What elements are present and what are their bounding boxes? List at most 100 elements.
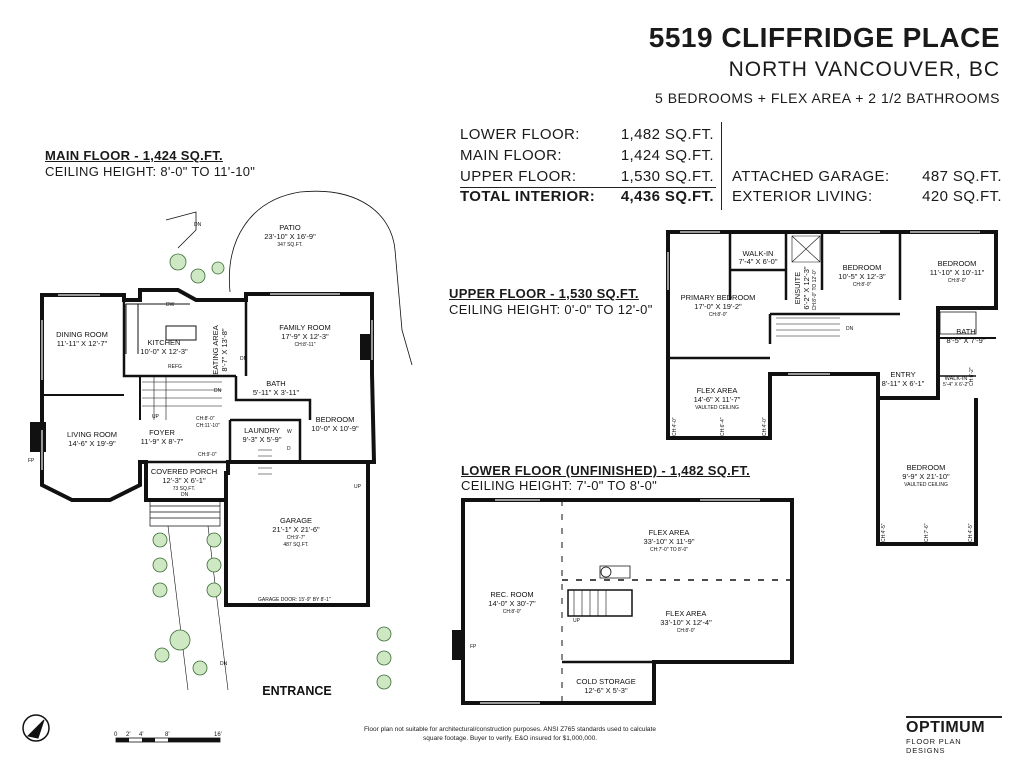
room-label: WALK-IN [743,249,774,258]
ch-mark: CH:8'-0" [196,416,215,422]
up-mark: UP [573,618,581,624]
fp-mark: FP [364,348,371,354]
dn-mark: DN [220,661,228,667]
room-note: VAULTED CEILING [904,482,948,488]
upper-floor-marks: DN CH:4'-0" CH:6'-4" CH:4'-0" CH:4'-5" C… [672,326,975,542]
dn-mark: DN [194,222,202,228]
room-label: PRIMARY BEDROOM [681,293,756,302]
dn-mark: DN [214,388,222,394]
room-dims: 23'-10" X 16'-9" [264,232,316,241]
room-label: REC. ROOM [490,590,533,599]
room-label: COLD STORAGE [576,677,635,686]
dn-mark: DN [240,356,248,362]
main-floor-marks: DN DW REFG DN DN UP CH:8'-0" CH:11'-10" … [28,222,371,667]
scale-labels: 0 2' 4' 8' 16' [114,732,222,738]
garage-label: ATTACHED GARAGE: [732,168,890,185]
room-label: BEDROOM [843,263,882,272]
plant-icon [206,582,222,598]
scale-tick: 4' [139,732,143,738]
ch-mark: CH:9'-0" [198,452,217,458]
room-label: BATH [266,379,285,388]
room-label: FLEX AREA [697,386,738,395]
plant-icon [206,532,222,548]
room-dims: 14'-6" X 11'-7" [694,395,741,404]
room-note: CH:8'-0" [677,628,696,634]
room-label: PATIO [279,223,301,232]
lower-floor-value: 1,482 SQ.FT. [620,126,714,143]
scale-tick: 2' [126,732,130,738]
room-dims: 33'-10" X 11'-9" [644,537,695,546]
lower-fireplace-icon [452,630,464,660]
lower-floor-plan [452,498,794,705]
room-label: BEDROOM [907,463,946,472]
ch-mark: CH:11'-10" [196,423,220,429]
patio-steps [165,211,197,249]
dn-mark: DN [181,492,189,498]
upper-floor-value: 1,530 SQ.FT. [620,168,714,185]
room-dims: 12'-3" X 6'-1" [162,476,206,485]
property-city: NORTH VANCOUVER, BC [728,58,1000,81]
garage-door-mark: GARAGE DOOR: 15'-9" BY 8'-1" [258,597,331,603]
ch-mark: CH:6'-4" [720,417,726,436]
plant-icon [154,647,170,663]
plant-icon [169,629,191,651]
plant-icon [206,557,222,573]
ch-mark: CH:6'-2" [969,367,975,386]
room-dims: 10'-0" X 10'-9" [311,424,359,433]
plant-icon [376,674,392,690]
lower-floor-label: LOWER FLOOR: [460,126,580,143]
main-floor-title: MAIN FLOOR - 1,424 SQ.FT. [45,148,223,163]
room-dims: 10'-0" X 12'-3" [140,347,188,356]
area-summary-table: LOWER FLOOR: 1,482 SQ.FT. MAIN FLOOR: 1,… [460,126,720,216]
w-mark: W [287,429,292,435]
summary-divider [721,122,722,210]
scale-tick: 0 [114,732,118,738]
room-dims: 10'-5" X 12'-3" [838,272,886,281]
room-dims: 11'-11" X 12'-7" [57,339,108,348]
room-note: 487 SQ.FT. [283,542,308,548]
room-dims: 11'-10" X 10'-11" [930,268,985,277]
extra-area-table: ATTACHED GARAGE: 487 SQ.FT. EXTERIOR LIV… [732,168,1004,212]
plant-icon [211,261,225,275]
plant-icon [169,253,187,271]
upper-room-labels: WALK-IN 7'-4" X 6'-0" ENSUITE 6'-2" X 12… [681,249,986,488]
room-note: CH:8'-0" [503,609,522,615]
upper-outer-wall-bedroom [876,398,978,546]
ch-mark: CH:4'-0" [762,417,768,436]
room-dims: 33'-10" X 12'-4" [660,618,712,627]
room-dims: 14'-0" X 30'-7" [488,599,536,608]
room-label: KITCHEN [148,338,181,347]
disclaimer: Floor plan not suitable for architectura… [364,726,656,742]
room-note: 73 SQ.FT. [173,486,196,492]
main-floor-label: MAIN FLOOR: [460,147,562,164]
property-address: 5519 CLIFFRIDGE PLACE [648,22,1000,53]
room-dims: 11'-9" X 8'-7" [141,437,184,446]
lower-floor-marks: UP FP [470,618,581,650]
d-mark: D [287,446,291,452]
exterior-value: 420 SQ.FT. [922,188,1002,205]
room-note: VAULTED CEILING [695,405,739,411]
room-note: CH:9'-7" [287,535,306,541]
room-dims: 12'-6" X 5'-3" [584,686,628,695]
plant-icon [152,532,168,548]
lower-floor-title: LOWER FLOOR (UNFINISHED) - 1,482 SQ.FT. [461,463,751,478]
room-label: GARAGE [280,516,312,525]
lower-floor-ceiling: CEILING HEIGHT: 7'-0" TO 8'-0" [461,478,658,493]
ch-mark: CH:4'-5" [968,523,974,542]
room-dims: 21'-1" X 21'-6" [272,525,320,534]
main-floor-plan [30,190,413,691]
room-label: FOYER [149,428,175,437]
room-label: LIVING ROOM [67,430,117,439]
family-fireplace-icon [360,334,372,360]
room-dims: 8'-11" X 6'-1" [882,379,925,388]
room-note: CH:7'-0" TO 8'-0" [650,547,688,553]
brand-name: OPTIMUM [906,716,1002,737]
scale-tick: 8' [165,732,169,738]
room-note: CH:8'-0" [709,312,728,318]
scale-tick: 16' [214,732,222,738]
room-dims: 8'-7" X 13'-8" [220,328,229,372]
room-label: FAMILY ROOM [279,323,330,332]
total-interior-label: TOTAL INTERIOR: [460,188,596,205]
summary-underline [460,187,716,188]
